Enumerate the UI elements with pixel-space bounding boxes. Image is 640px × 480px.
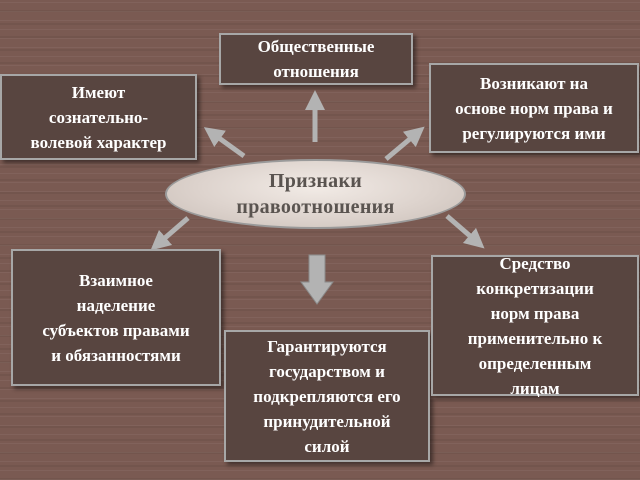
box-bottom-right-text: Средство конкретизации норм права примен… bbox=[467, 253, 603, 398]
box-bottom-center: Гарантируются государством и подкрепляют… bbox=[224, 330, 430, 462]
center-title: Признаки правоотношения bbox=[236, 170, 395, 218]
arrow-down-right-icon bbox=[445, 214, 485, 249]
box-top-text: Общественные отношения bbox=[257, 37, 375, 81]
box-top: Общественные отношения bbox=[219, 33, 413, 85]
box-top-right-text: Возникают на основе норм права и регулир… bbox=[455, 73, 613, 143]
arrow-up-right-icon bbox=[384, 126, 425, 161]
arrow-down-left-icon bbox=[150, 216, 190, 251]
arrow-up-left-icon bbox=[203, 127, 246, 159]
box-bottom-center-text: Гарантируются государством и подкрепляют… bbox=[253, 336, 401, 456]
block-arrow-down-icon bbox=[300, 254, 334, 305]
center-ellipse: Признаки правоотношения bbox=[165, 159, 466, 229]
box-top-left: Имеют сознательно- волевой характер bbox=[0, 74, 197, 160]
box-bottom-left: Взаимное наделение субъектов правами и о… bbox=[11, 249, 221, 386]
box-bottom-right: Средство конкретизации норм права примен… bbox=[431, 254, 639, 398]
box-bottom-left-text: Взаимное наделение субъектов правами и о… bbox=[42, 270, 190, 365]
box-top-left-text: Имеют сознательно- волевой характер bbox=[30, 82, 167, 152]
box-top-right: Возникают на основе норм права и регулир… bbox=[429, 63, 639, 153]
